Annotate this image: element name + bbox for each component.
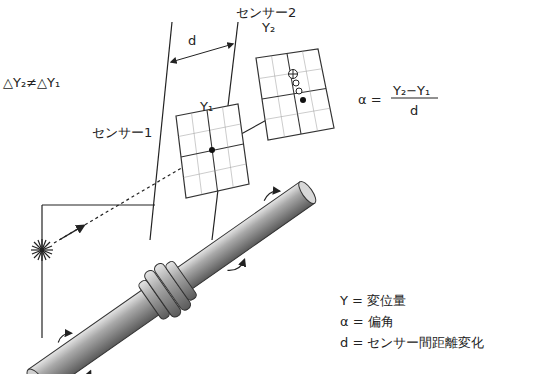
- displacement-symbol: Y₂: [262, 20, 275, 35]
- beam-spot: [209, 147, 215, 153]
- label: d = センサー間距離変化: [340, 335, 484, 350]
- grid-line: [303, 51, 318, 131]
- label: α =: [358, 92, 382, 107]
- label: Y = 変位量: [340, 293, 406, 308]
- beam-spot-ring: [289, 70, 298, 79]
- grid-line: [223, 107, 234, 188]
- grid-line: [259, 69, 322, 79]
- grid-line: [181, 144, 244, 157]
- beam-spot-ring: [293, 80, 299, 86]
- sensor-name: センサー1: [92, 125, 152, 140]
- label: α = 偏角: [340, 314, 394, 329]
- shaft: [17, 168, 327, 374]
- sensor-grid: [232, 0, 344, 145]
- dimension-arrow: [171, 44, 233, 62]
- sensor-panel: センサー1 Y₁: [88, 92, 253, 204]
- bracket-line: [42, 204, 155, 205]
- sensor-outline: [256, 49, 334, 140]
- sensor-name: センサー2: [236, 5, 296, 20]
- label: d: [410, 103, 418, 118]
- displacement-symbol: Y₁: [200, 99, 213, 114]
- bracket-line: [41, 205, 42, 338]
- label: Y₂−Y₁: [393, 83, 430, 98]
- sensor-panel: センサー2Y₂: [232, 0, 344, 145]
- grid-line: [184, 164, 247, 178]
- laser-source: [31, 239, 53, 261]
- grid-line: [207, 110, 218, 191]
- beam-spot: [300, 97, 306, 103]
- beam-spot-ring: [296, 88, 302, 94]
- beam-spot-cross: [289, 70, 298, 79]
- grid-line: [262, 89, 326, 100]
- beam-arrow: [60, 225, 84, 239]
- label: d: [188, 33, 196, 48]
- mount-line: [150, 22, 172, 240]
- sensor-outline: [176, 104, 249, 198]
- grid-line: [265, 108, 330, 119]
- sensor-grid: [88, 92, 253, 204]
- label: △Y₂≠△Y₁: [3, 75, 60, 90]
